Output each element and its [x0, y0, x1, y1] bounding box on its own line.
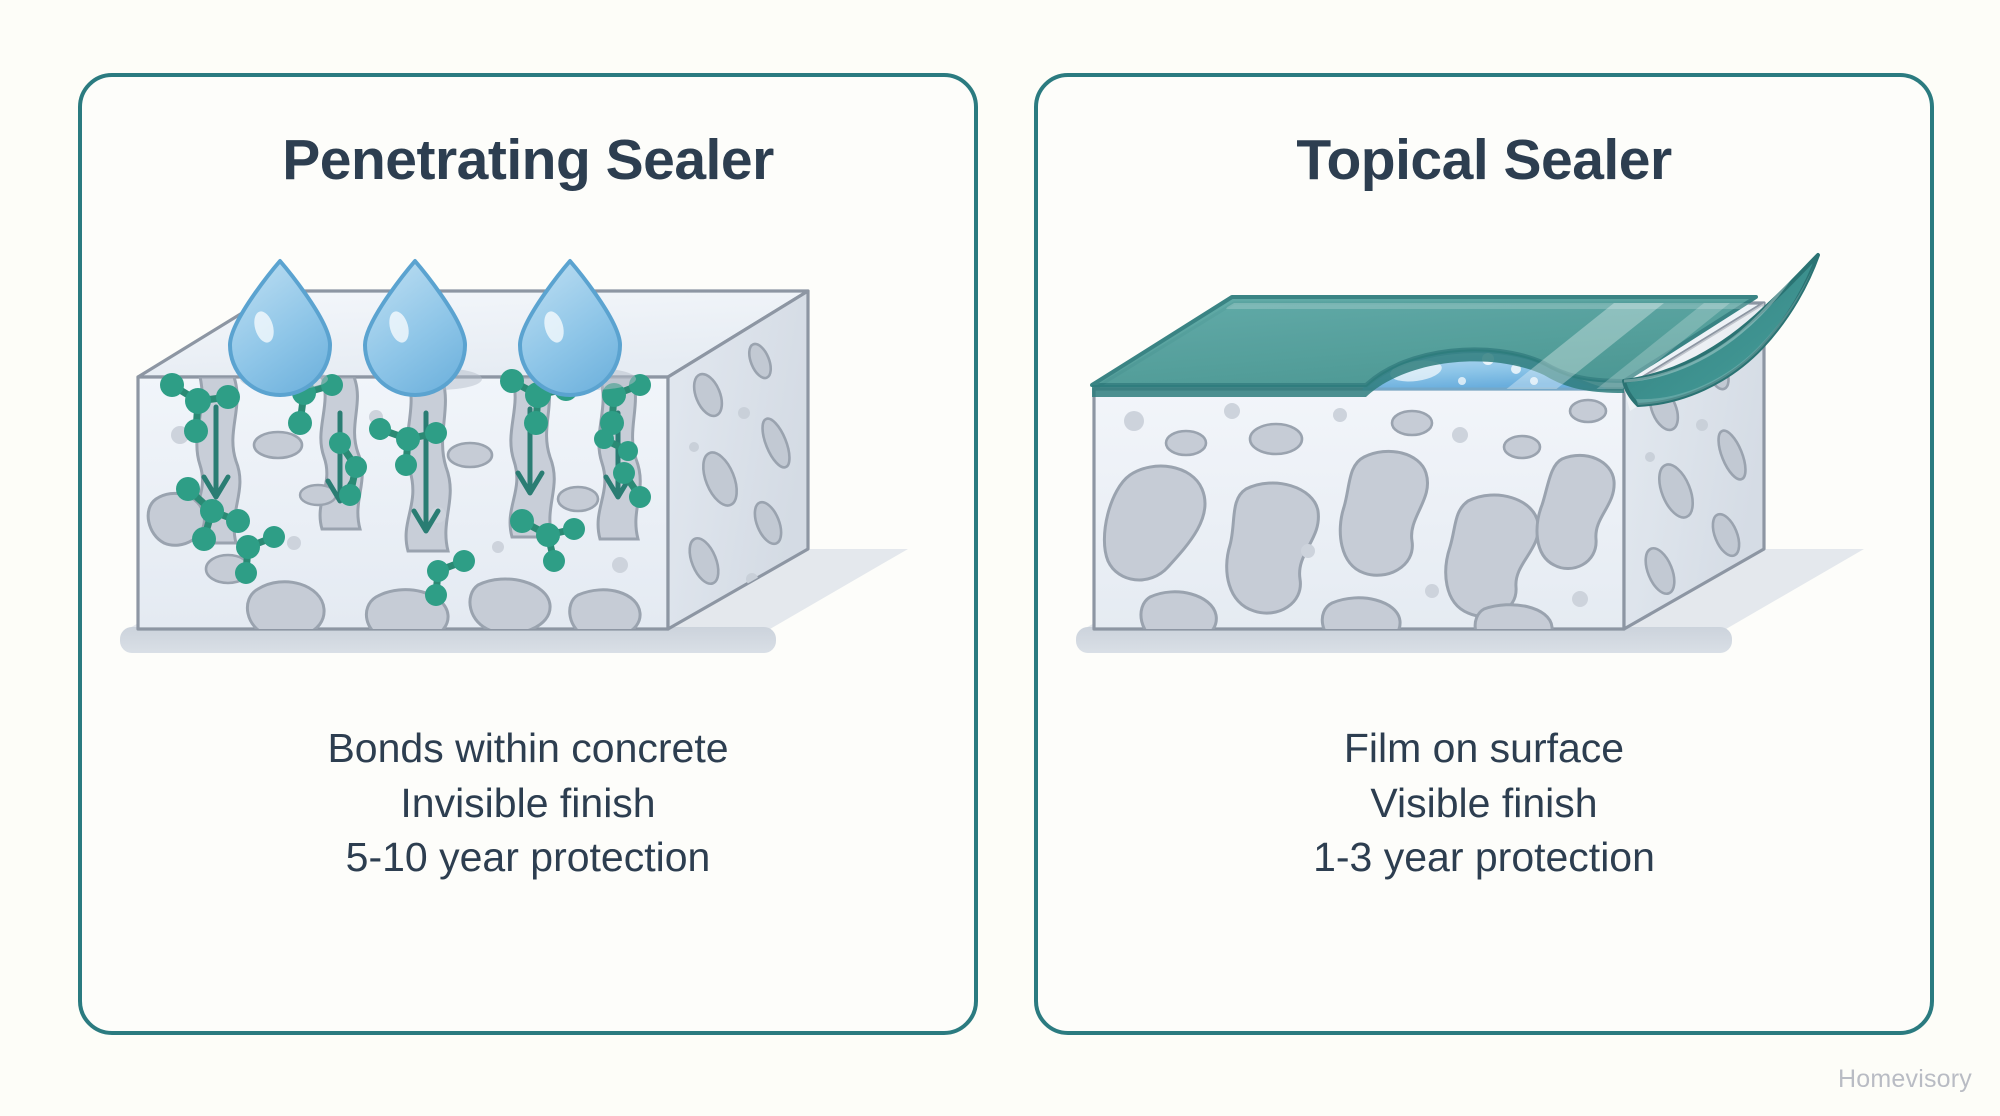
- caption-line: Bonds within concrete: [327, 725, 729, 771]
- sealer-film-layer: [1090, 295, 1758, 397]
- panel-topical-sealer: Topical Sealer: [1034, 73, 1934, 1035]
- film-gloss-highlight: [1226, 303, 1756, 389]
- panel-title-penetrating: Penetrating Sealer: [282, 128, 774, 192]
- concrete-block: [1092, 301, 1766, 631]
- caption-line: Film on surface: [1343, 725, 1625, 771]
- concrete-pores-side: [688, 342, 791, 586]
- panel-penetrating-sealer: Penetrating Sealer: [78, 73, 978, 1035]
- panel-caption-topical: Film on surface Visible finish 1-3 year …: [1313, 721, 1655, 885]
- water-droplet: [228, 259, 636, 397]
- panel-title-topical: Topical Sealer: [1296, 128, 1672, 192]
- concrete-pores-front: [1103, 398, 1616, 629]
- panel-caption-penetrating: Bonds within concrete Invisible finish 5…: [327, 721, 728, 885]
- penetrating-sealer-diagram: [120, 259, 908, 653]
- caption-line: Visible finish: [1370, 779, 1598, 826]
- watermark: Homevisory: [1838, 1065, 1972, 1093]
- topical-sealer-diagram: [1076, 253, 1864, 653]
- caption-line: 5-10 year protection: [345, 834, 711, 881]
- caption-line: 1-3 year protection: [1313, 834, 1655, 881]
- caption-line: Invisible finish: [400, 779, 656, 826]
- peeling-film-edge: [1622, 253, 1820, 407]
